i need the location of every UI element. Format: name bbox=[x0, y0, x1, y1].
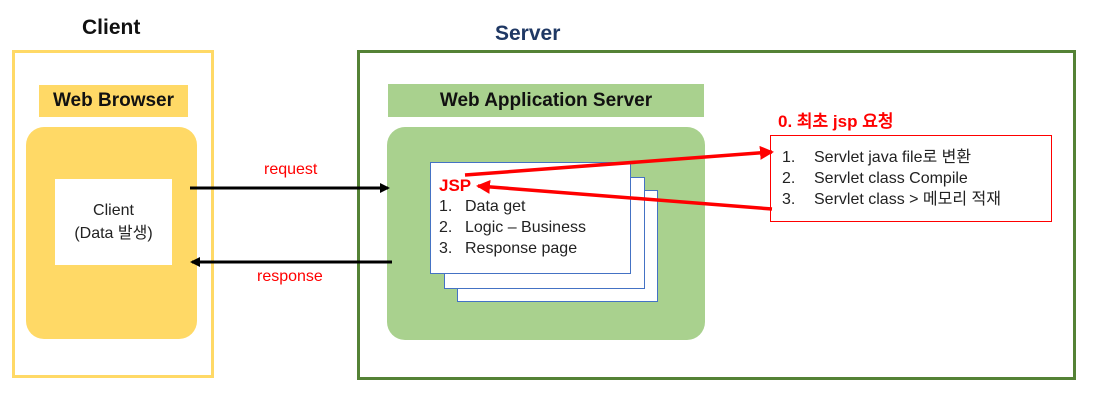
jsp-page: JSP 1.Data get 2.Logic – Business 3.Resp… bbox=[430, 162, 631, 274]
server-title: Server bbox=[495, 22, 561, 45]
first-request-box: 1.Servlet java file로 변환 2.Servlet class … bbox=[770, 135, 1052, 222]
server-panel bbox=[357, 50, 1076, 380]
first-request-title: 0. 최초 jsp 요청 bbox=[778, 112, 894, 131]
client-box-line2: (Data 발생) bbox=[74, 225, 153, 242]
jsp-to-servlet-arrow bbox=[464, 145, 774, 177]
client-panel bbox=[12, 50, 214, 378]
client-data-box: Client (Data 발생) bbox=[55, 179, 172, 265]
jsp-step: 1.Data get bbox=[439, 198, 526, 215]
jsp-step: 3.Response page bbox=[439, 240, 578, 257]
jsp-step: 2.Logic – Business bbox=[439, 219, 586, 236]
web-browser-label: Web Browser bbox=[39, 85, 188, 117]
first-request-step: 3.Servlet class > 메모리 적재 bbox=[782, 191, 1001, 208]
first-request-step: 2.Servlet class Compile bbox=[782, 170, 968, 187]
was-label: Web Application Server bbox=[388, 84, 704, 117]
memory-load-arrow bbox=[476, 179, 773, 211]
client-title: Client bbox=[82, 16, 141, 39]
first-request-step: 1.Servlet java file로 변환 bbox=[782, 149, 972, 166]
response-label: response bbox=[257, 268, 323, 285]
request-label: request bbox=[264, 161, 318, 178]
jsp-title: JSP bbox=[439, 176, 472, 195]
client-box-line1: Client bbox=[93, 202, 134, 219]
